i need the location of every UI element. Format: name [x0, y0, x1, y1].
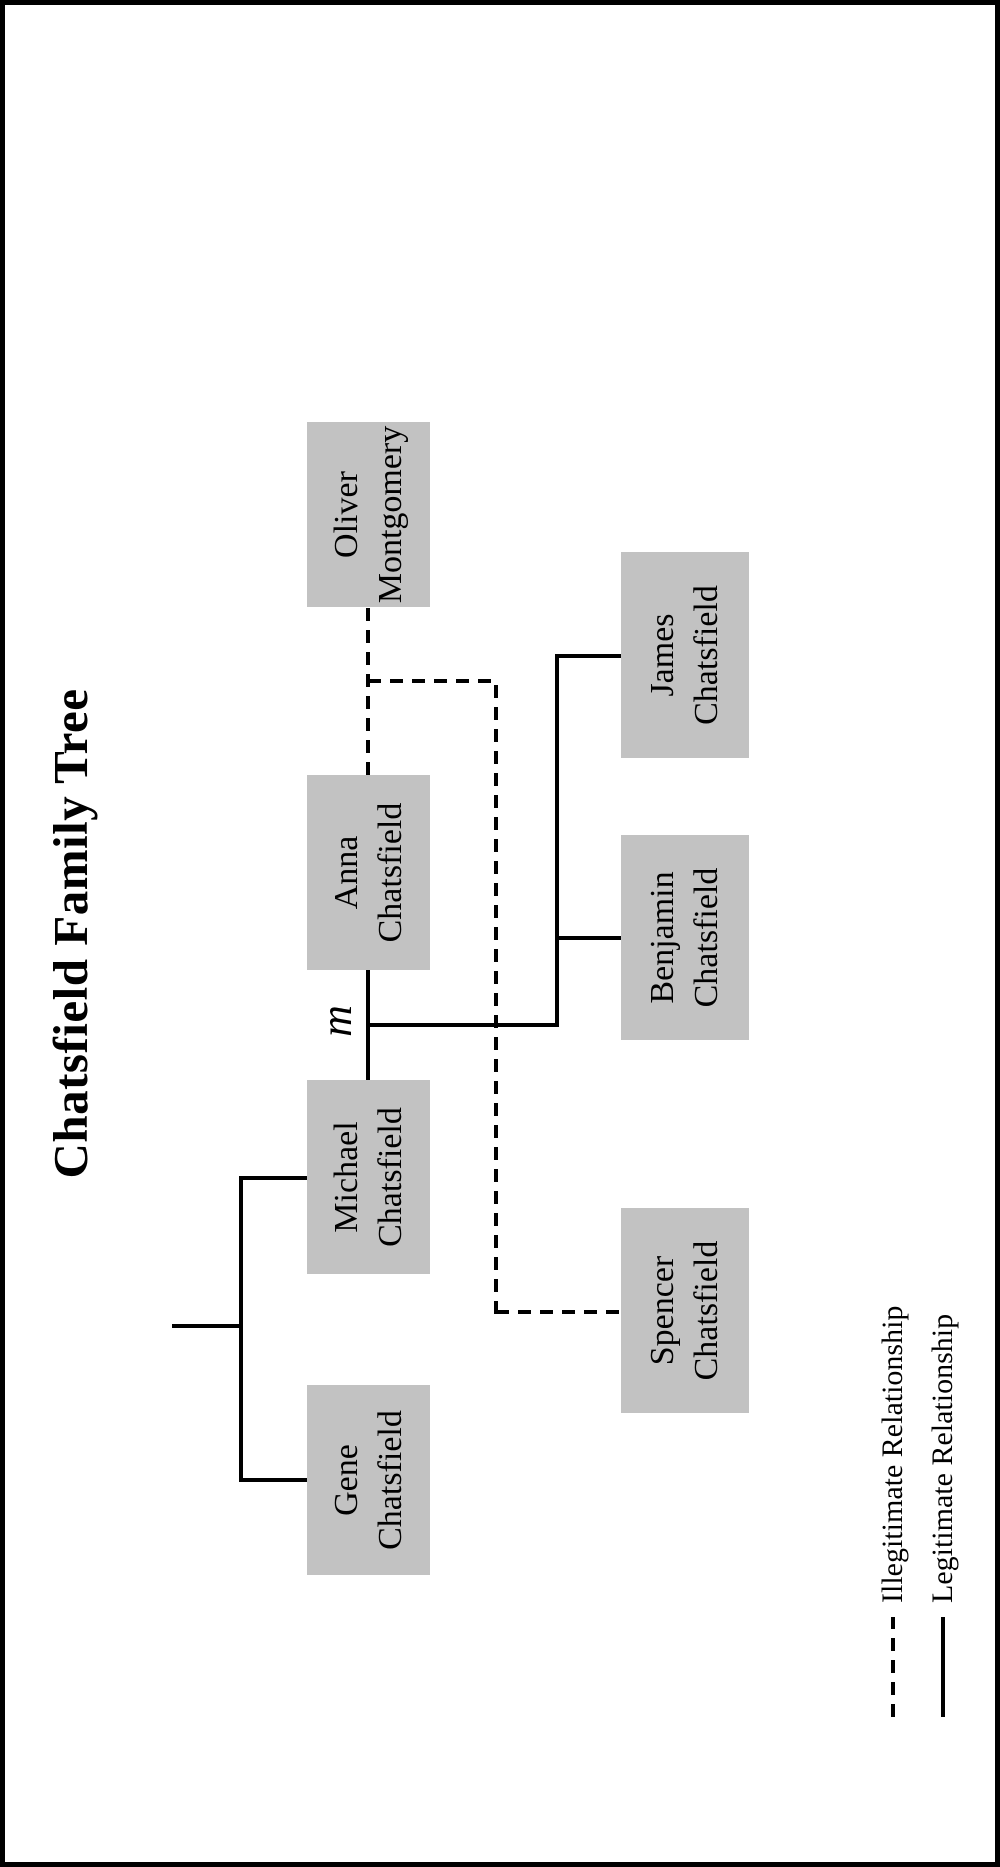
person-first-name: Benjamin	[644, 871, 681, 1004]
person-last-name: Chatsfield	[371, 1410, 409, 1550]
person-first-name: Spencer	[644, 1255, 681, 1366]
person-node-benjamin: Benjamin Chatsfield	[621, 835, 749, 1040]
person-last-name: Chatsfield	[688, 585, 725, 725]
person-node-oliver: Oliver Montgomery	[307, 422, 430, 607]
legend-label: Legitimate Relationship	[926, 1313, 959, 1603]
marriage-label: m	[312, 1005, 361, 1037]
legend: Illegitimate Relationship Legitimate Rel…	[874, 1306, 962, 1717]
legend-row-illegitimate: Illegitimate Relationship	[874, 1306, 912, 1717]
person-node-james: James Chatsfield	[621, 552, 749, 758]
person-last-name: Chatsfield	[371, 1107, 409, 1247]
person-last-name: Chatsfield	[688, 867, 725, 1008]
person-first-name: Michael	[327, 1121, 365, 1233]
person-last-name: Chatsfield	[371, 802, 409, 943]
spencer-drop-line	[496, 1310, 621, 1314]
person-first-name: Anna	[327, 835, 365, 910]
person-node-gene: Gene Chatsfield	[307, 1385, 430, 1575]
benjamin-drop-line	[555, 936, 621, 940]
person-node-anna: Anna Chatsfield	[307, 775, 430, 970]
illegitimate-line-anna-oliver	[366, 607, 370, 775]
michael-drop-line	[239, 1176, 307, 1180]
children-drop-line	[368, 1023, 559, 1027]
illegitimate-bar-line	[494, 679, 498, 1314]
solid-line-sample	[941, 1617, 945, 1717]
legend-label: Illegitimate Relationship	[876, 1305, 909, 1603]
page-title: Chatsfield Family Tree	[43, 688, 98, 1179]
person-first-name: James	[644, 613, 681, 697]
sibling-bar-line	[239, 1176, 243, 1482]
illegitimate-drop-line	[368, 679, 498, 683]
parent-stub-line	[172, 1324, 243, 1328]
person-node-spencer: Spencer Chatsfield	[621, 1208, 749, 1413]
children-bar-line	[555, 654, 559, 1027]
person-last-name: Chatsfield	[688, 1240, 725, 1381]
legend-row-legitimate: Legitimate Relationship	[924, 1306, 962, 1717]
person-node-michael: Michael Chatsfield	[307, 1080, 430, 1274]
person-first-name: Oliver	[327, 471, 365, 558]
dashed-line-sample	[891, 1617, 895, 1717]
person-last-name: Montgomery	[371, 425, 409, 604]
james-drop-line	[555, 654, 621, 658]
person-first-name: Gene	[327, 1444, 365, 1516]
gene-drop-line	[239, 1478, 307, 1482]
